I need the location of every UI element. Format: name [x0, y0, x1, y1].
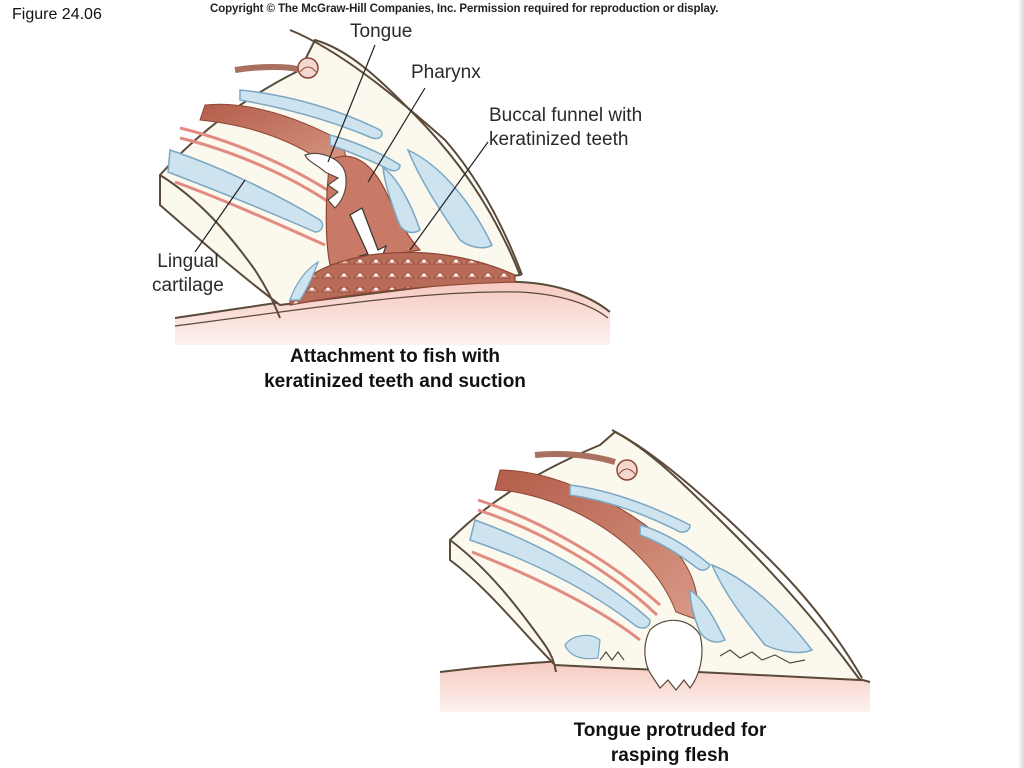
caption-bottom-line1: Tongue protruded for	[573, 720, 767, 741]
buccal-teeth-top	[289, 251, 516, 306]
label-lingual-line1: Lingual	[157, 251, 219, 272]
label-buccal-line1: Buccal funnel with	[489, 105, 643, 126]
label-tongue: Tongue	[350, 21, 413, 42]
fish-flesh-top	[175, 281, 610, 345]
tongue-tip-bottom	[644, 619, 703, 691]
caption-bottom-line2: rasping flesh	[610, 745, 730, 766]
copyright-notice: Copyright © The McGraw-Hill Companies, I…	[210, 3, 719, 15]
label-lingual-cartilage: Lingual cartilage	[152, 250, 224, 298]
caption-top-line2: keratinized teeth and suction	[264, 371, 526, 392]
label-buccal-funnel: Buccal funnel with keratinized teeth	[489, 104, 642, 152]
bottom-illustration	[439, 429, 871, 712]
page-edge	[1018, 0, 1024, 768]
lingual-cartilage-top	[167, 148, 324, 233]
caption-bottom: Tongue protruded for rasping flesh	[520, 718, 820, 768]
label-buccal-line2: keratinized teeth	[489, 129, 629, 150]
label-lingual-line2: cartilage	[152, 275, 224, 296]
caption-top-line1: Attachment to fish with	[289, 346, 501, 367]
label-pharynx: Pharynx	[411, 62, 481, 83]
caption-top: Attachment to fish with keratinized teet…	[220, 344, 570, 394]
top-illustration	[159, 29, 611, 345]
tongue-tip-top	[304, 152, 347, 209]
figure-label: Figure 24.06	[12, 6, 102, 23]
